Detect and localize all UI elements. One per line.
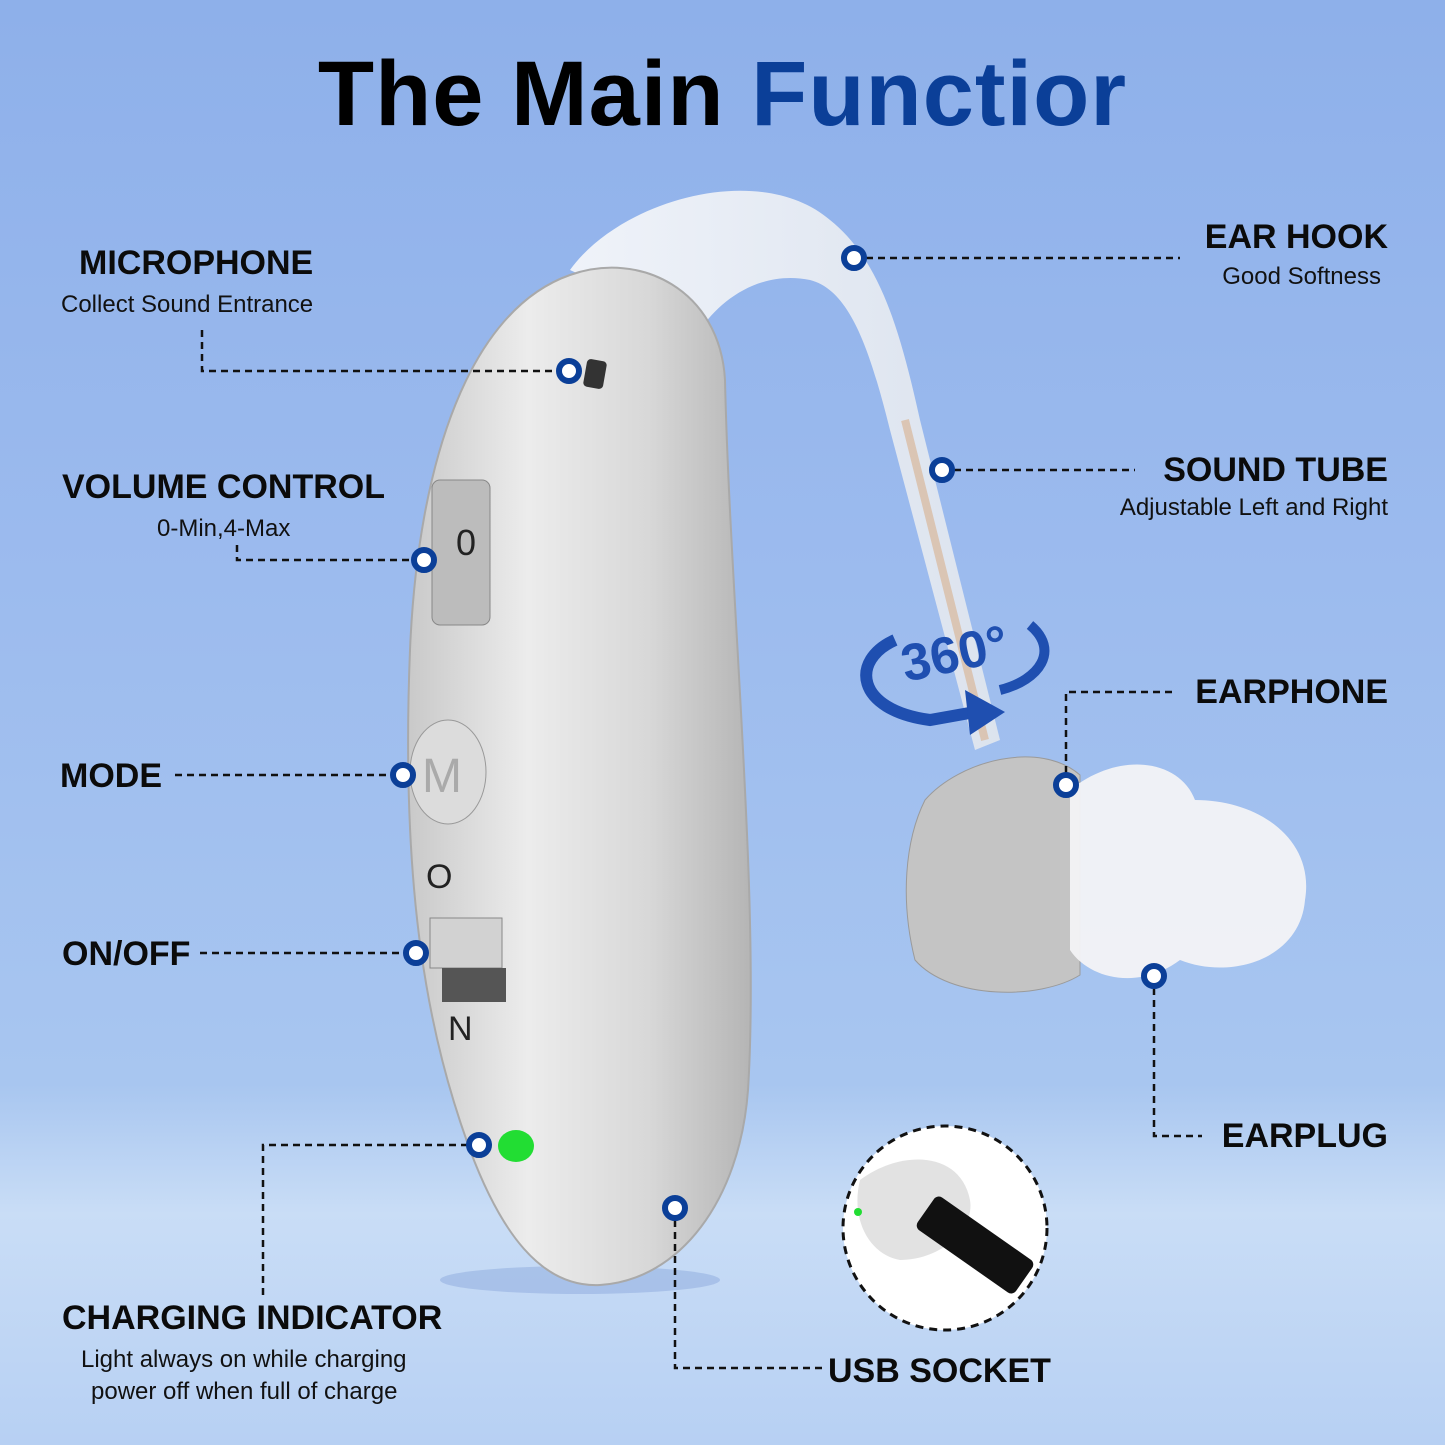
microphone-label: MICROPHONE — [79, 244, 314, 282]
callout-dots — [390, 245, 1167, 1221]
dot-soundtube — [929, 457, 955, 483]
soundtube-desc: Adjustable Left and Right — [1119, 494, 1388, 521]
dot-earphone — [1053, 772, 1079, 798]
inset-led — [854, 1208, 862, 1216]
charging-led — [498, 1130, 534, 1162]
onoff-slot — [442, 968, 506, 1002]
usb-cable — [916, 1196, 1034, 1294]
soundtube-label: SOUND TUBE — [1163, 451, 1388, 489]
charging-label: CHARGING INDICATOR — [62, 1299, 443, 1337]
earplug-label: EARPLUG — [1221, 1117, 1388, 1155]
rotation-badge: 360° — [896, 615, 1013, 694]
onoff-label: ON/OFF — [62, 935, 191, 973]
page-title: The Main Functior — [0, 42, 1445, 147]
rotate-arc-icon — [998, 621, 1050, 695]
rotate-arrow-icon — [860, 634, 977, 727]
onoff-switch[interactable] — [429, 917, 503, 969]
on-letter-n: N — [448, 1010, 473, 1048]
mode-label: MODE — [60, 757, 162, 795]
dot-charging — [466, 1132, 492, 1158]
earphone — [905, 756, 1081, 993]
earhook-desc: Good Softness — [1222, 263, 1381, 290]
dot-earplug — [1141, 963, 1167, 989]
usb-label: USB SOCKET — [828, 1352, 1051, 1390]
title-part-black: The Main — [317, 43, 725, 145]
volume-desc: 0-Min,4-Max — [157, 515, 291, 542]
dot-usb — [662, 1195, 688, 1221]
microphone-hole — [583, 359, 607, 389]
device-body — [407, 266, 752, 1287]
charging-desc-1: Light always on while charging — [81, 1346, 407, 1373]
volume-label: VOLUME CONTROL — [62, 468, 385, 506]
earplug — [1070, 764, 1307, 979]
ear-hook — [570, 190, 1000, 750]
dot-microphone — [556, 358, 582, 384]
sound-tube — [901, 419, 989, 741]
volume-digit: 0 — [456, 522, 476, 563]
mode-button-letter: M — [422, 750, 462, 803]
dot-volume — [411, 547, 437, 573]
leader-lines — [175, 256, 1202, 1370]
microphone-desc: Collect Sound Entrance — [61, 291, 314, 318]
earphone-label: EARPHONE — [1195, 673, 1388, 711]
charging-desc-2: power off when full of charge — [91, 1378, 398, 1405]
title-part-blue: Functior — [751, 43, 1128, 145]
earhook-label: EAR HOOK — [1204, 218, 1388, 256]
on-letter-o: O — [426, 858, 452, 896]
dot-earhook — [841, 245, 867, 271]
dot-onoff — [403, 940, 429, 966]
dot-mode — [390, 762, 416, 788]
rotate-arrowhead-icon — [965, 690, 1005, 735]
